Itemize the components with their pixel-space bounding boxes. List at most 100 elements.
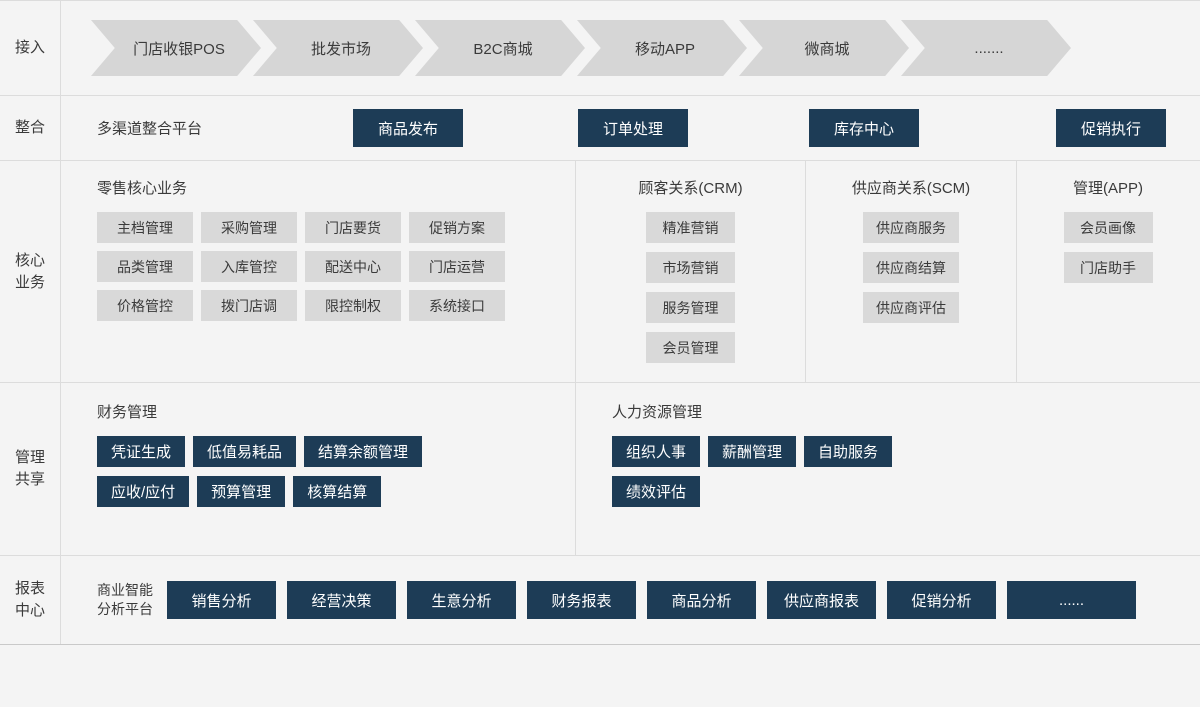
- integration-platform: 多渠道整合平台 商品发布 订单处理 库存中心 促销执行: [61, 96, 1200, 160]
- finance-btn-voucher-generation[interactable]: 凭证生成: [97, 436, 186, 467]
- core-column-title-scm: 供应商关系(SCM): [851, 180, 971, 197]
- core-column-title-retail: 零售核心业务: [97, 180, 188, 197]
- core-chip-member-profile[interactable]: 会员画像: [1063, 212, 1153, 243]
- integration-module-order-processing[interactable]: 订单处理: [578, 109, 688, 147]
- row-body-report-center: 商业智能 分析平台 销售分析 经营决策 生意分析 财务报表 商品分析 供应商报表…: [61, 556, 1200, 644]
- row-label-line2: 中心: [14, 602, 45, 619]
- access-arrow-wechat-mall[interactable]: 微商城: [739, 20, 909, 76]
- row-integration: 整合 多渠道整合平台 商品发布 订单处理 库存中心 促销执行: [0, 96, 1200, 161]
- access-arrow-label: 微商城: [804, 40, 850, 58]
- row-core-business: 核心 业务 零售核心业务 主档管理 采购管理 门店要货 促销方案 品类管理 入库…: [0, 161, 1200, 383]
- report-btn-business-decision[interactable]: 经营决策: [287, 581, 396, 619]
- core-chip-distribution-center[interactable]: 配送中心: [305, 251, 401, 282]
- core-chip-store-operations[interactable]: 门店运营: [409, 251, 505, 282]
- row-label-access: 接入: [0, 1, 61, 95]
- core-chip-member-mgmt[interactable]: 会员管理: [646, 332, 735, 363]
- core-chip-access-control[interactable]: 限控制权: [305, 290, 401, 321]
- finance-btn-settlement-balance[interactable]: 结算余额管理: [304, 436, 423, 467]
- row-body-management-shared: 财务管理 凭证生成 低值易耗品 结算余额管理 应收/应付 预算管理 核算结算 人…: [61, 383, 1200, 555]
- access-channel-arrows: 门店收银POS 批发市场 B2C商城 移动APP 微商城 .......: [61, 1, 1200, 95]
- access-arrow-more[interactable]: .......: [901, 20, 1071, 76]
- bi-platform-title-line2: 分析平台: [97, 601, 153, 617]
- row-access: 接入 门店收银POS 批发市场 B2C商城 移动APP 微商城 .......: [0, 1, 1200, 96]
- core-crm-chip-list: 精准营销 市场营销 服务管理 会员管理: [576, 212, 805, 363]
- report-center-bar: 商业智能 分析平台 销售分析 经营决策 生意分析 财务报表 商品分析 供应商报表…: [61, 556, 1200, 644]
- core-chip-category-mgmt[interactable]: 品类管理: [97, 251, 193, 282]
- row-label-management-shared: 管理 共享: [0, 383, 61, 555]
- core-chip-master-data[interactable]: 主档管理: [97, 212, 193, 243]
- bi-platform-title-line1: 商业智能: [97, 582, 153, 599]
- core-column-scm: 供应商关系(SCM) 供应商服务 供应商结算 供应商评估: [805, 161, 1016, 382]
- access-arrow-label: 门店收银POS: [133, 40, 225, 58]
- report-btn-financial-report[interactable]: 财务报表: [527, 581, 636, 619]
- hr-button-grid: 组织人事 薪酬管理 自助服务 绩效评估: [612, 436, 977, 507]
- core-column-title-crm: 顾客关系(CRM): [638, 180, 743, 197]
- report-btn-more[interactable]: ......: [1007, 581, 1136, 619]
- management-column-finance: 财务管理 凭证生成 低值易耗品 结算余额管理 应收/应付 预算管理 核算结算: [61, 383, 575, 555]
- hr-btn-performance-evaluation[interactable]: 绩效评估: [612, 476, 701, 507]
- integration-platform-title: 多渠道整合平台: [97, 120, 203, 138]
- access-arrow-b2c[interactable]: B2C商城: [415, 20, 585, 76]
- row-report-center: 报表 中心 商业智能 分析平台 销售分析 经营决策 生意分析 财务报表 商品分析…: [0, 556, 1200, 644]
- core-app-chip-list: 会员画像 门店助手: [1017, 212, 1199, 283]
- core-chip-store-transfer[interactable]: 拨门店调: [201, 290, 297, 321]
- row-body-integration: 多渠道整合平台 商品发布 订单处理 库存中心 促销执行: [61, 96, 1200, 160]
- report-btn-promotion-analysis[interactable]: 促销分析: [887, 581, 996, 619]
- core-chip-supplier-service[interactable]: 供应商服务: [863, 212, 959, 243]
- row-label-line1: 管理: [14, 449, 45, 467]
- core-column-crm: 顾客关系(CRM) 精准营销 市场营销 服务管理 会员管理: [575, 161, 805, 382]
- architecture-diagram: 接入 门店收银POS 批发市场 B2C商城 移动APP 微商城 ....... …: [0, 0, 1200, 645]
- finance-btn-budget-mgmt[interactable]: 预算管理: [197, 476, 286, 507]
- finance-btn-receivable-payable[interactable]: 应收/应付: [97, 476, 190, 507]
- management-column-title-finance: 财务管理: [97, 404, 158, 421]
- row-label-line2: 业务: [14, 273, 45, 291]
- row-management-shared: 管理 共享 财务管理 凭证生成 低值易耗品 结算余额管理 应收/应付 预算管理 …: [0, 383, 1200, 556]
- row-label-integration: 整合: [0, 96, 61, 160]
- report-btn-supplier-report[interactable]: 供应商报表: [767, 581, 876, 619]
- hr-btn-compensation-mgmt[interactable]: 薪酬管理: [708, 436, 797, 467]
- finance-btn-accounting-settlement[interactable]: 核算结算: [293, 476, 382, 507]
- access-arrow-label: B2C商城: [473, 40, 533, 58]
- report-btn-sales-analysis[interactable]: 销售分析: [167, 581, 276, 619]
- integration-module-inventory-center[interactable]: 库存中心: [809, 109, 919, 147]
- access-arrow-label: .......: [974, 39, 1004, 57]
- core-chip-system-interface[interactable]: 系统接口: [409, 290, 505, 321]
- core-chip-market-marketing[interactable]: 市场营销: [646, 252, 735, 283]
- report-btn-business-analysis[interactable]: 生意分析: [407, 581, 516, 619]
- core-column-retail: 零售核心业务 主档管理 采购管理 门店要货 促销方案 品类管理 入库管控 配送中…: [61, 161, 575, 382]
- integration-module-promotion-execution[interactable]: 促销执行: [1056, 109, 1166, 147]
- row-label-core-business: 核心 业务: [0, 161, 61, 382]
- access-arrow-label: 批发市场: [310, 40, 371, 58]
- access-arrow-wholesale[interactable]: 批发市场: [253, 20, 423, 76]
- finance-button-grid: 凭证生成 低值易耗品 结算余额管理 应收/应付 预算管理 核算结算: [97, 436, 457, 507]
- report-btn-product-analysis[interactable]: 商品分析: [647, 581, 756, 619]
- core-chip-supplier-settlement[interactable]: 供应商结算: [863, 252, 959, 283]
- hr-btn-self-service[interactable]: 自助服务: [804, 436, 893, 467]
- row-label-line1: 核心: [14, 251, 45, 269]
- core-chip-inbound-control[interactable]: 入库管控: [201, 251, 297, 282]
- core-chip-service-mgmt[interactable]: 服务管理: [646, 292, 735, 323]
- row-label-report-center: 报表 中心: [0, 556, 61, 644]
- core-chip-store-requisition[interactable]: 门店要货: [305, 212, 401, 243]
- finance-btn-low-value-consumables[interactable]: 低值易耗品: [193, 436, 297, 467]
- access-arrow-pos[interactable]: 门店收银POS: [91, 20, 261, 76]
- core-column-title-app: 管理(APP): [1072, 180, 1143, 197]
- row-body-core-business: 零售核心业务 主档管理 采购管理 门店要货 促销方案 品类管理 入库管控 配送中…: [61, 161, 1200, 382]
- management-column-hr: 人力资源管理 组织人事 薪酬管理 自助服务 绩效评估: [575, 383, 1200, 555]
- row-label-line1: 报表: [14, 580, 45, 598]
- core-chip-price-control[interactable]: 价格管控: [97, 290, 193, 321]
- row-label-line2: 共享: [14, 471, 45, 488]
- hr-btn-organization-personnel[interactable]: 组织人事: [612, 436, 701, 467]
- core-chip-purchasing[interactable]: 采购管理: [201, 212, 297, 243]
- core-chip-supplier-evaluation[interactable]: 供应商评估: [863, 292, 959, 323]
- core-chip-store-assistant[interactable]: 门店助手: [1063, 252, 1153, 283]
- core-column-app: 管理(APP) 会员画像 门店助手: [1016, 161, 1199, 382]
- core-chip-precision-marketing[interactable]: 精准营销: [646, 212, 735, 243]
- access-arrow-label: 移动APP: [634, 40, 695, 58]
- core-scm-chip-list: 供应商服务 供应商结算 供应商评估: [806, 212, 1016, 323]
- core-chip-promotion-plan[interactable]: 促销方案: [409, 212, 505, 243]
- row-body-access: 门店收银POS 批发市场 B2C商城 移动APP 微商城 .......: [61, 1, 1200, 95]
- management-column-title-hr: 人力资源管理: [612, 404, 703, 421]
- access-arrow-mobile-app[interactable]: 移动APP: [577, 20, 747, 76]
- integration-module-product-publish[interactable]: 商品发布: [353, 109, 463, 147]
